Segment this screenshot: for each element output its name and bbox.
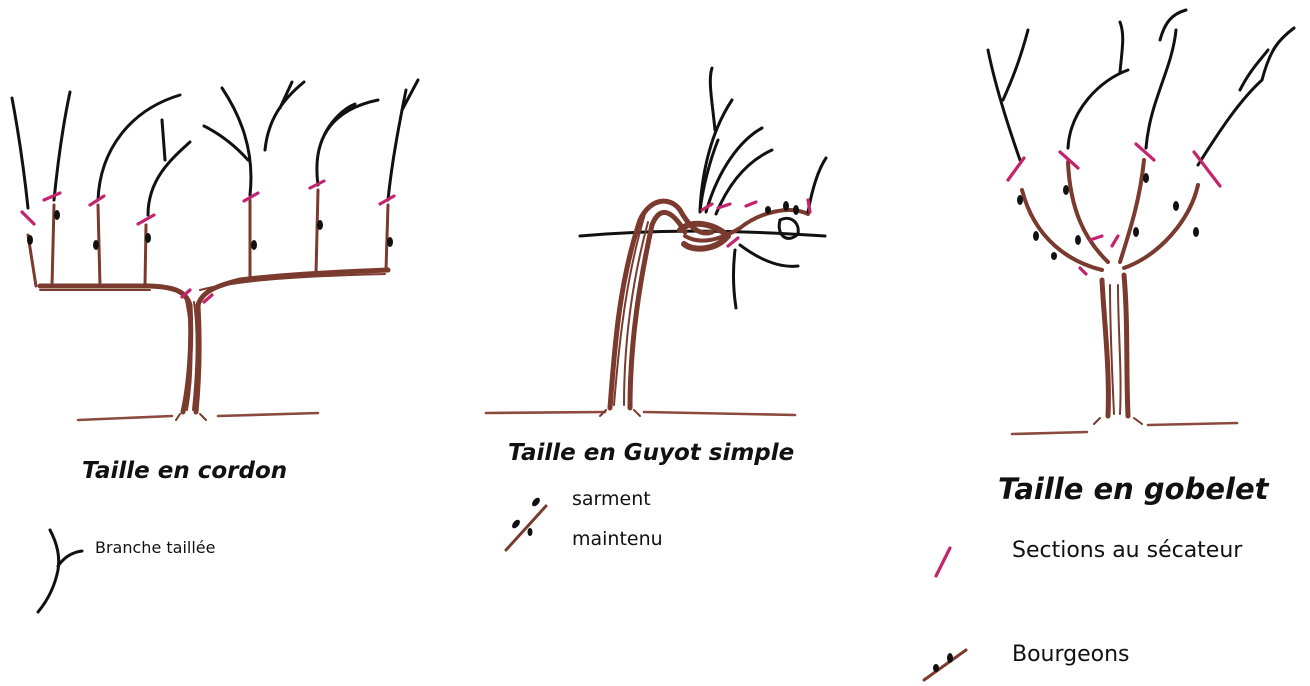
gobelet-buds: [1017, 173, 1199, 260]
gobelet-ground-left: [1012, 432, 1087, 434]
legend-pruned-branch-label: Branche taillée: [95, 538, 215, 557]
bud-icon: [924, 650, 966, 680]
guyot-shoots: [700, 68, 826, 308]
cordon-buds: [27, 210, 393, 250]
gobelet-trunk: [1022, 160, 1198, 424]
legend-cane-label-line1: sarment: [572, 488, 651, 510]
cordon-title: Taille en cordon: [82, 458, 287, 484]
gobelet-title: Taille en gobelet: [998, 472, 1269, 506]
cordon-shoots: [12, 80, 418, 215]
gobelet-shoots: [988, 10, 1294, 165]
gobelet-ground-right: [1148, 423, 1237, 425]
guyot-ground-left: [486, 412, 605, 413]
guyot-title: Taille en Guyot simple: [508, 440, 794, 466]
legend-cane-label-line2: maintenu: [572, 528, 663, 550]
legend-bud-label: Bourgeons: [1012, 642, 1130, 667]
cordon-trunk: [28, 190, 388, 420]
pruned-branch-icon: [38, 530, 82, 612]
cordon-ground-left: [78, 416, 172, 420]
guyot-vine: [486, 68, 826, 416]
cordon-ground-right: [218, 413, 318, 416]
pruning-cut-icon: [936, 548, 950, 576]
gobelet-vine: [988, 10, 1294, 434]
cordon-vine: [12, 80, 418, 420]
guyot-ground-right: [644, 412, 795, 415]
legend-cut-label: Sections au sécateur: [1012, 538, 1242, 563]
cane-icon: [506, 496, 546, 550]
